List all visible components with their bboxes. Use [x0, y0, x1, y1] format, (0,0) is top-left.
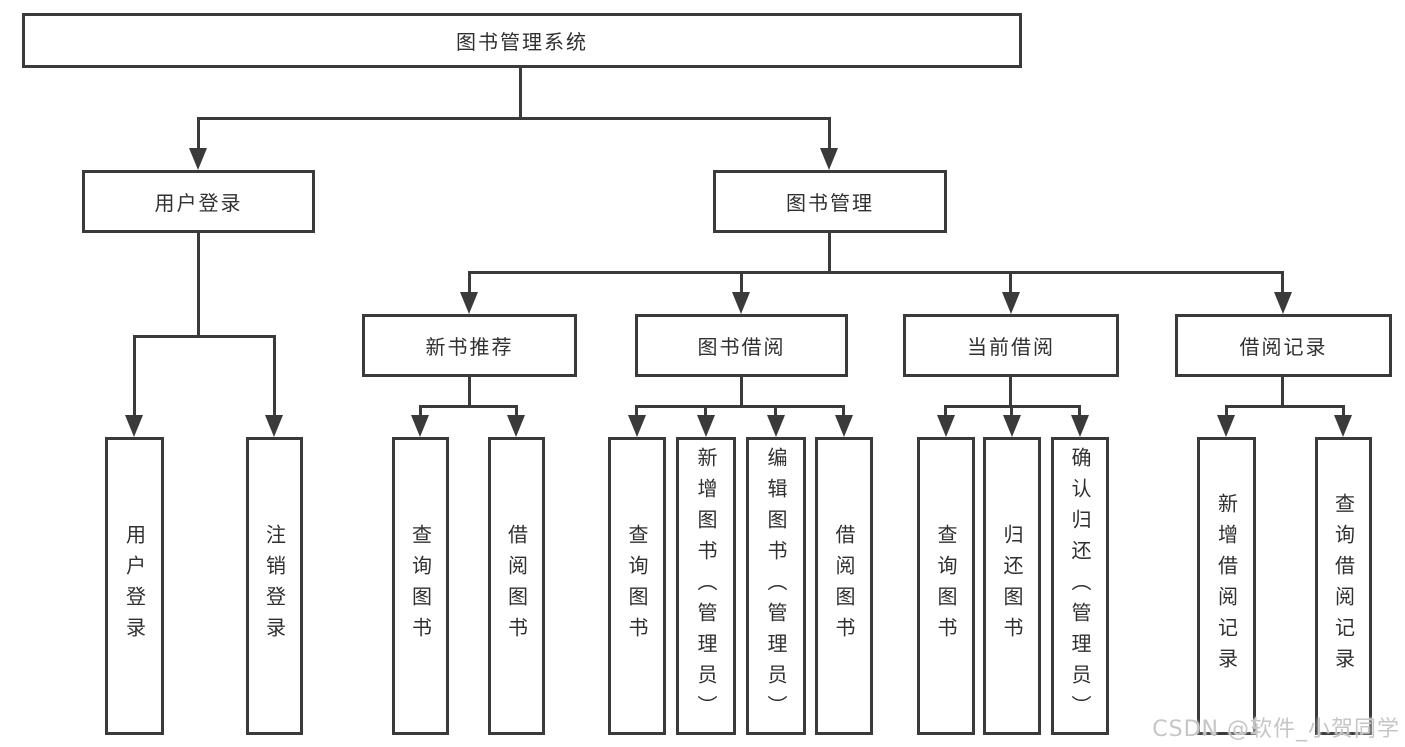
arrow-down-icon: [1003, 415, 1021, 437]
leaf-current-confirm-return-admin-label: 确认归还（管理员）: [1068, 446, 1092, 726]
leaf-borrow-query-book-label: 查询图书: [625, 524, 649, 648]
leaf-borrow-add-book-admin: 新增图书（管理员）: [676, 437, 736, 735]
connector-recommend-stem: [468, 377, 471, 408]
leaf-logout: 注销登录: [246, 437, 303, 735]
connector-book-management-stem: [828, 233, 831, 271]
node-book-management-label: 图书管理: [786, 191, 874, 215]
leaf-record-query-record: 查询借阅记录: [1315, 437, 1372, 735]
connector-drop: [1225, 405, 1228, 417]
connector-borrow-rail: [635, 405, 845, 408]
connector-user-login-stem: [197, 233, 200, 335]
connector-drop-leaf-logout: [273, 335, 276, 415]
arrow-down-icon: [507, 415, 525, 437]
connector-drop-book-management: [828, 117, 831, 148]
leaf-borrow-edit-book-admin: 编辑图书（管理员）: [746, 437, 806, 735]
leaf-recommend-query-book: 查询图书: [392, 437, 449, 735]
node-current-borrow-label: 当前借阅: [967, 335, 1055, 359]
leaf-borrow-borrow-book: 借阅图书: [815, 437, 873, 735]
connector-drop: [774, 405, 777, 417]
leaf-logout-label: 注销登录: [262, 524, 287, 648]
connector-drop-leaf-user-login: [133, 335, 136, 415]
arrow-down-icon: [732, 292, 750, 314]
connector-drop: [842, 405, 845, 417]
arrow-down-icon: [1217, 415, 1235, 437]
leaf-recommend-borrow-book-label: 借阅图书: [504, 524, 529, 648]
connector-recommend-rail: [419, 405, 518, 408]
leaf-recommend-borrow-book: 借阅图书: [488, 437, 545, 735]
leaf-record-add-record-label: 新增借阅记录: [1214, 493, 1239, 679]
leaf-current-query-book: 查询图书: [917, 437, 975, 735]
node-new-book-recommend-label: 新书推荐: [425, 335, 514, 359]
connector-drop-user-login: [197, 117, 200, 148]
node-current-borrow: 当前借阅: [903, 314, 1119, 377]
node-new-book-recommend: 新书推荐: [362, 314, 577, 377]
connector-record-rail: [1225, 405, 1345, 408]
connector-root-rail: [197, 117, 831, 120]
arrow-down-icon: [1002, 292, 1020, 314]
connector-drop-current-borrow: [1009, 271, 1012, 292]
arrow-down-icon: [460, 292, 478, 314]
connector-record-stem: [1281, 377, 1284, 408]
connector-book-management-rail: [468, 271, 1284, 274]
node-book-management: 图书管理: [713, 170, 947, 233]
leaf-record-add-record: 新增借阅记录: [1197, 437, 1256, 735]
connector-drop: [1078, 405, 1081, 417]
arrow-down-icon: [697, 415, 715, 437]
node-book-borrow: 图书借阅: [635, 314, 848, 377]
connector-user-login-rail: [133, 335, 276, 338]
leaf-user-login: 用户登录: [105, 437, 164, 735]
node-user-login-label: 用户登录: [154, 191, 243, 215]
connector-drop: [704, 405, 707, 417]
connector-root-stem: [519, 68, 522, 118]
arrow-down-icon: [767, 415, 785, 437]
connector-drop-borrow-record: [1281, 271, 1284, 292]
arrow-down-icon: [835, 415, 853, 437]
arrow-down-icon: [628, 415, 646, 437]
leaf-borrow-borrow-book-label: 借阅图书: [832, 524, 856, 648]
arrow-down-icon: [937, 415, 955, 437]
leaf-current-return-book-label: 归还图书: [1000, 524, 1024, 648]
arrow-down-icon: [820, 148, 838, 170]
node-borrow-record: 借阅记录: [1175, 314, 1392, 377]
connector-drop: [944, 405, 947, 417]
leaf-current-query-book-label: 查询图书: [934, 524, 958, 648]
arrow-down-icon: [1071, 415, 1089, 437]
node-root-label: 图书管理系统: [456, 30, 588, 54]
arrow-down-icon: [125, 415, 143, 437]
leaf-borrow-edit-book-admin-label: 编辑图书（管理员）: [764, 446, 788, 726]
leaf-borrow-query-book: 查询图书: [608, 437, 666, 735]
connector-drop: [635, 405, 638, 417]
node-borrow-record-label: 借阅记录: [1239, 335, 1328, 359]
arrow-down-icon: [411, 415, 429, 437]
leaf-record-query-record-label: 查询借阅记录: [1331, 493, 1356, 679]
arrow-down-icon: [1274, 292, 1292, 314]
leaf-recommend-query-book-label: 查询图书: [408, 524, 433, 648]
connector-borrow-stem: [740, 377, 743, 408]
node-root: 图书管理系统: [22, 13, 1022, 68]
connector-drop: [1342, 405, 1345, 417]
connector-drop-book-borrow: [740, 271, 743, 292]
arrow-down-icon: [265, 415, 283, 437]
leaf-user-login-label: 用户登录: [122, 524, 147, 648]
csdn-watermark: CSDN @软件_小贺同学: [1152, 717, 1400, 742]
connector-drop: [515, 405, 518, 417]
leaf-current-return-book: 归还图书: [983, 437, 1041, 735]
node-user-login: 用户登录: [82, 170, 315, 233]
node-book-borrow-label: 图书借阅: [697, 335, 786, 359]
connector-drop-new-book-recommend: [468, 271, 471, 292]
leaf-current-confirm-return-admin: 确认归还（管理员）: [1051, 437, 1109, 735]
arrow-down-icon: [189, 148, 207, 170]
connector-current-stem: [1009, 377, 1012, 408]
leaf-borrow-add-book-admin-label: 新增图书（管理员）: [694, 446, 718, 726]
connector-drop: [419, 405, 422, 417]
connector-drop: [1010, 405, 1013, 417]
arrow-down-icon: [1334, 415, 1352, 437]
